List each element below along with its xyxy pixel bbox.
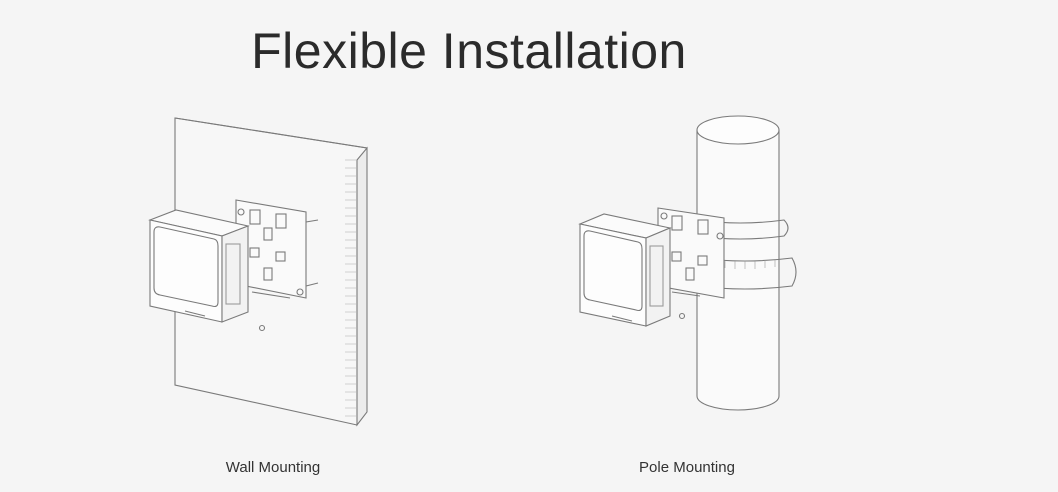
wall-device: [148, 209, 291, 332]
page-title: Flexible Installation: [251, 23, 687, 79]
pole-mounting-caption: Pole Mounting: [639, 459, 735, 476]
pole: [696, 115, 780, 411]
pole-device: [578, 213, 701, 327]
wall-mounting-caption: Wall Mounting: [225, 459, 321, 476]
pole-clamp-bands: [696, 219, 797, 290]
